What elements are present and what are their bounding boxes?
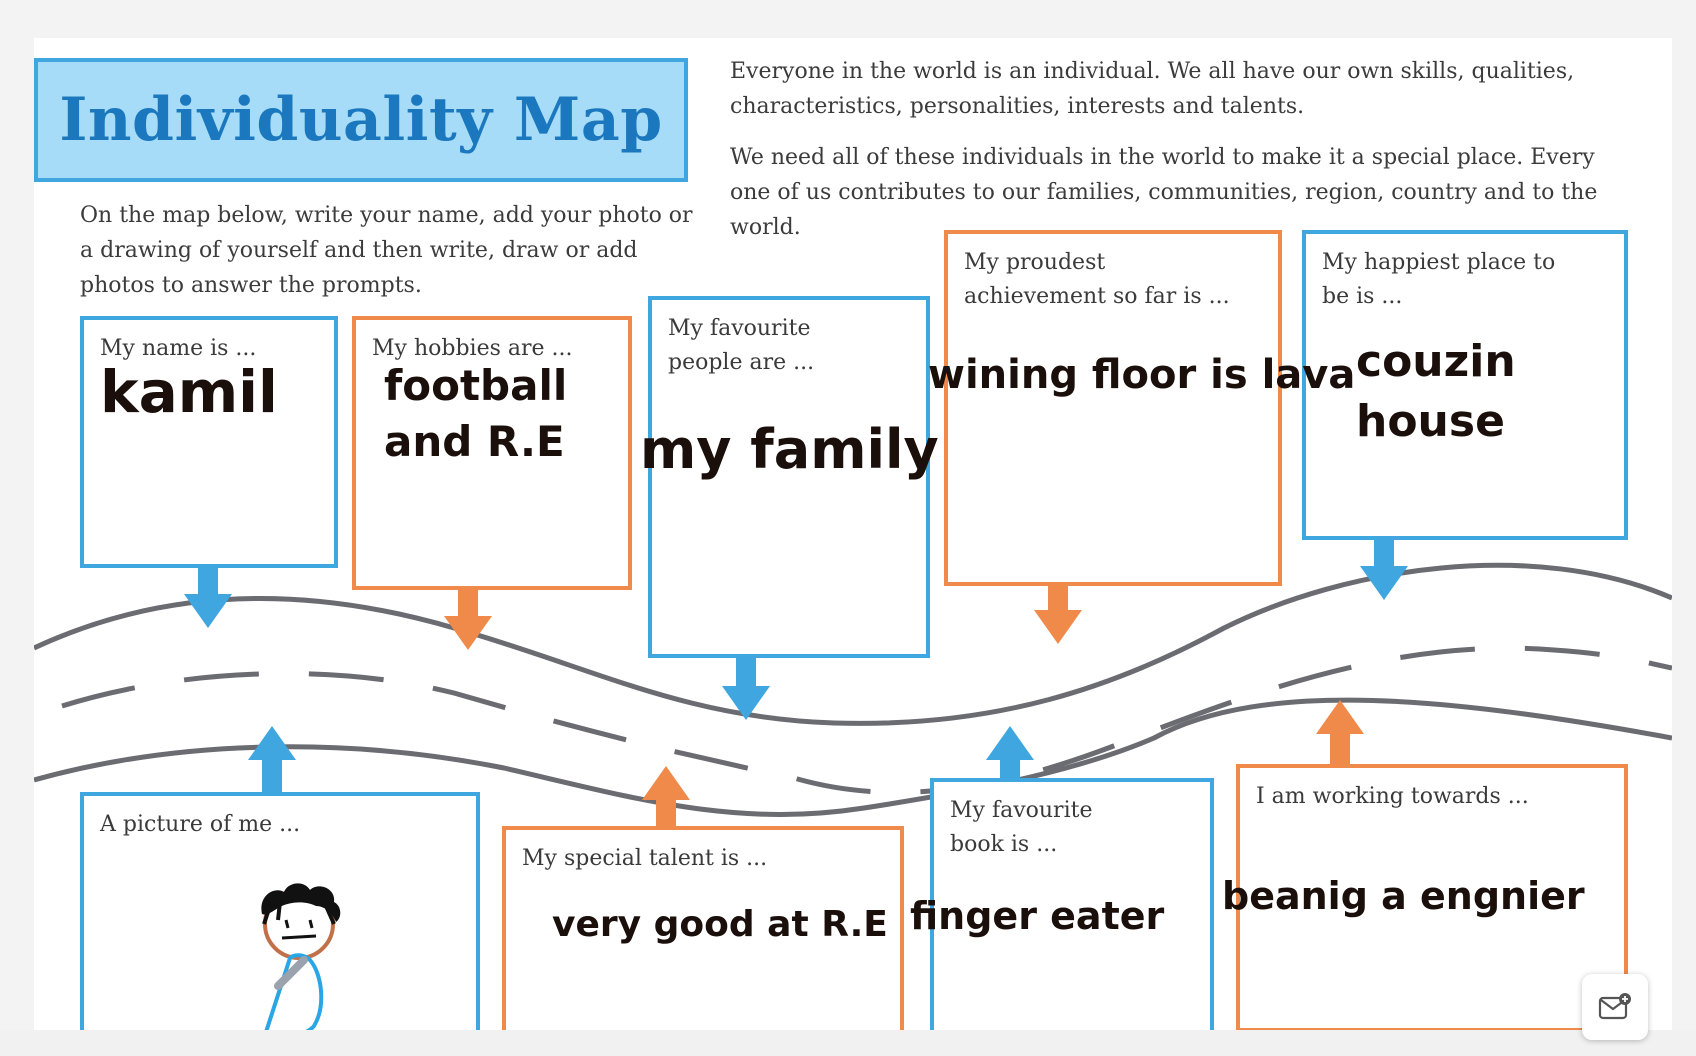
card-picture-of-me[interactable]: A picture of me ... xyxy=(80,792,480,1030)
road-illustration xyxy=(34,562,1672,817)
intro-paragraph-1: Everyone in the world is an individual. … xyxy=(730,59,1575,119)
mail-plus-icon xyxy=(1598,993,1631,1020)
card-prompt: My hobbies are ... xyxy=(372,336,573,361)
arrow-up-icon xyxy=(642,766,690,832)
arrow-up-icon xyxy=(1316,700,1364,766)
card-special-talent[interactable]: My special talent is ... xyxy=(502,826,904,1030)
answer-line: and R.E xyxy=(384,417,565,466)
page-title: Individuality Map xyxy=(59,85,663,155)
bottom-scroll-area xyxy=(0,1030,1696,1056)
card-prompt: I am working towards ... xyxy=(1256,784,1529,809)
arrow-up-icon xyxy=(248,726,296,792)
answer-my-hobbies[interactable]: football and R.E xyxy=(384,358,567,470)
card-prompt: My proudest achievement so far is ... xyxy=(964,246,1230,314)
answer-my-name[interactable]: kamil xyxy=(100,358,278,426)
arrow-down-icon xyxy=(1034,580,1082,644)
card-prompt: My favourite people are ... xyxy=(668,312,814,380)
prompt-line: people are ... xyxy=(668,350,815,375)
arrow-down-icon xyxy=(444,586,492,650)
card-favourite-people[interactable]: My favourite people are ... xyxy=(648,296,930,658)
answer-special-talent[interactable]: very good at R.E xyxy=(552,904,888,945)
prompt-line: achievement so far is ... xyxy=(964,284,1230,309)
card-prompt: A picture of me ... xyxy=(100,812,301,837)
answer-working-towards[interactable]: beanig a engnier xyxy=(1222,874,1585,918)
arrow-down-icon xyxy=(1360,536,1408,600)
intro-paragraph-2: We need all of these individuals in the … xyxy=(730,145,1598,240)
worksheet: Individuality Map Everyone in the world … xyxy=(34,38,1672,1030)
instructions-text: On the map below, write your name, add y… xyxy=(80,203,693,298)
card-prompt: My happiest place to be is ... xyxy=(1322,246,1555,314)
card-favourite-book[interactable]: My favourite book is ... xyxy=(930,778,1214,1030)
answer-line: football xyxy=(384,361,568,410)
prompt-line: be is ... xyxy=(1322,284,1403,309)
answer-favourite-book[interactable]: finger eater xyxy=(910,894,1165,938)
arrow-down-icon xyxy=(184,564,232,628)
arrow-down-icon xyxy=(722,656,770,720)
card-my-name[interactable]: My name is ... xyxy=(80,316,338,568)
card-my-hobbies[interactable]: My hobbies are ... xyxy=(352,316,632,590)
card-prompt: My name is ... xyxy=(100,336,257,361)
answer-happiest-place[interactable]: couzin house xyxy=(1356,332,1516,452)
prompt-line: My favourite xyxy=(668,316,811,341)
prompt-line: My proudest xyxy=(964,250,1106,275)
card-happiest-place[interactable]: My happiest place to be is ... xyxy=(1302,230,1628,540)
title-banner: Individuality Map xyxy=(34,58,688,182)
answer-favourite-people[interactable]: my family xyxy=(640,418,939,481)
card-prompt: My special talent is ... xyxy=(522,846,768,871)
answer-line: couzin xyxy=(1356,336,1516,387)
card-proudest-achievement[interactable]: My proudest achievement so far is ... xyxy=(944,230,1282,586)
prompt-line: book is ... xyxy=(950,832,1058,857)
card-working-towards[interactable]: I am working towards ... xyxy=(1236,764,1628,1030)
self-portrait-drawing[interactable] xyxy=(244,876,354,1030)
prompt-line: My happiest place to xyxy=(1322,250,1556,275)
answer-line: house xyxy=(1356,396,1505,447)
card-prompt: My favourite book is ... xyxy=(950,794,1092,862)
answer-proudest-achievement[interactable]: wining floor is lava xyxy=(928,352,1356,398)
prompt-line: My favourite xyxy=(950,798,1093,823)
feedback-button[interactable] xyxy=(1582,974,1648,1040)
